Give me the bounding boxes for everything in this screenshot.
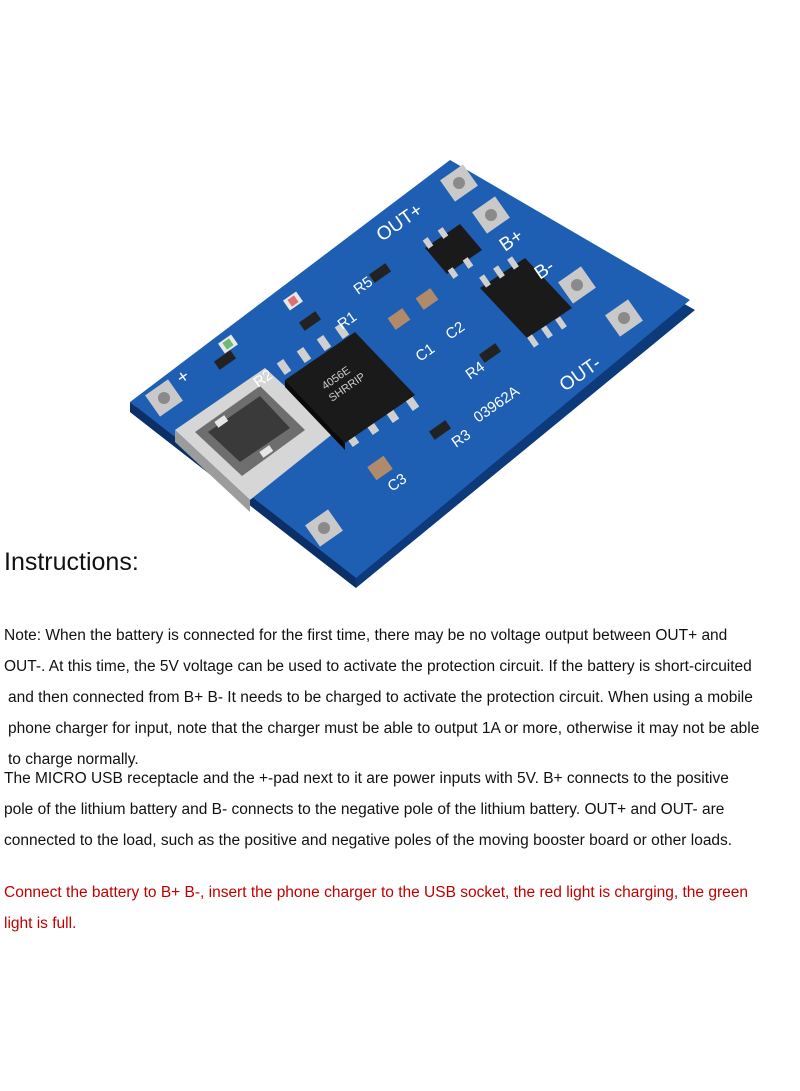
note-line: Note: When the battery is connected for … (4, 627, 728, 644)
usb-line: The MICRO USB receptacle and the +-pad n… (4, 770, 729, 787)
pad-b-minus (558, 266, 596, 304)
usb-line: connected to the load, such as the posit… (4, 832, 733, 849)
capacitor-c3 (367, 455, 393, 481)
note-line: to charge normally. (8, 751, 139, 768)
led-red (283, 291, 303, 311)
resistor-r2 (213, 350, 237, 370)
pad-out-minus (605, 299, 643, 337)
capacitor-c2 (415, 288, 439, 310)
pad-minus-input (305, 509, 343, 547)
resistor-r1 (298, 311, 322, 331)
capacitor-c1 (387, 308, 411, 330)
led-green (218, 334, 238, 354)
led-status-paragraph: Connect the battery to B+ B-, insert the… (4, 877, 800, 939)
mosfet-chip (479, 256, 572, 348)
micro-usb-connector (175, 368, 335, 512)
note-line: and then connected from B+ B- It needs t… (8, 689, 753, 706)
resistor-r3 (428, 420, 452, 440)
usb-line: pole of the lithium battery and B- conne… (4, 801, 725, 818)
resistor-r5 (368, 263, 392, 283)
led-line: light is full. (4, 915, 77, 932)
pad-out-plus (440, 164, 478, 202)
usb-input-paragraph: The MICRO USB receptacle and the +-pad n… (4, 763, 800, 856)
note-line: OUT-. At this time, the 5V voltage can b… (4, 658, 752, 675)
instructions-heading: Instructions: (4, 548, 139, 576)
charger-board-photo: 4056E SHRRIP (130, 160, 695, 588)
tp4056-chip: 4056E SHRRIP (276, 322, 420, 450)
pad-plus-input (145, 379, 183, 417)
led-line: Connect the battery to B+ B-, insert the… (4, 884, 748, 901)
pad-b-plus (472, 196, 510, 234)
resistor-r4 (478, 343, 502, 363)
protection-chip-small (422, 224, 482, 279)
note-paragraph: Note: When the battery is connected for … (4, 620, 800, 775)
note-line: phone charger for input, note that the c… (8, 720, 760, 737)
